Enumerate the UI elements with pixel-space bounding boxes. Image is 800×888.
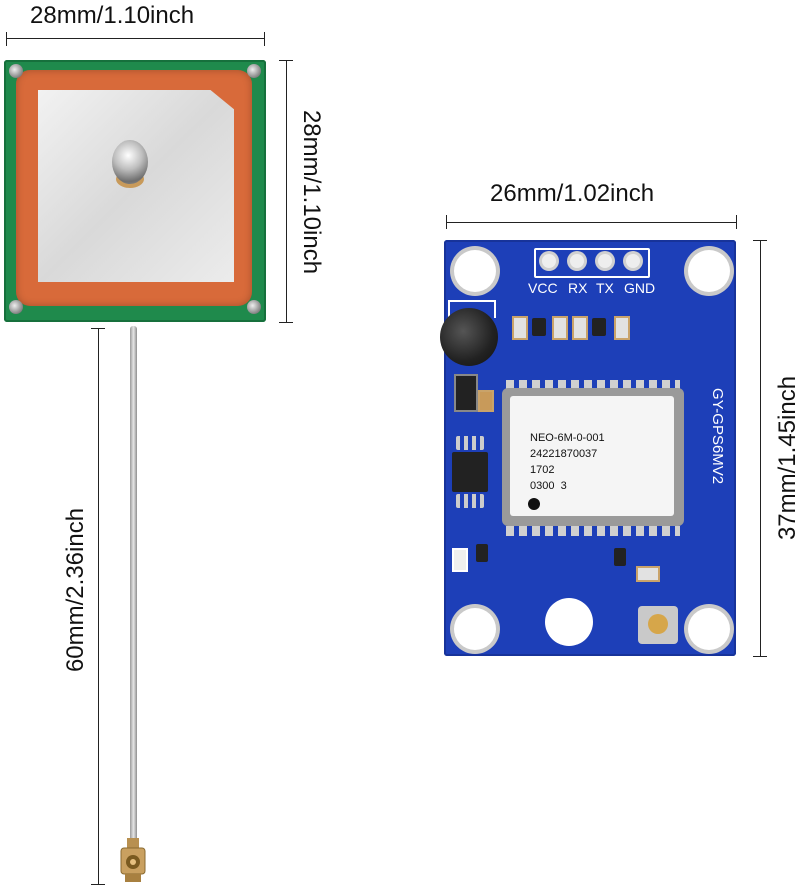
smd-component	[614, 316, 630, 340]
pin-rx	[570, 254, 584, 268]
ufl-connector-icon	[120, 838, 146, 882]
cable-length-tick-bottom	[91, 884, 105, 885]
chip-label-line3: 1702	[530, 464, 555, 476]
antenna-height-label: 28mm/1.10inch	[298, 109, 325, 275]
pin-label-tx: TX	[596, 280, 614, 296]
mounting-hole	[688, 250, 730, 292]
smd-component	[636, 566, 660, 582]
chip-leads	[456, 436, 484, 450]
chip-leads	[456, 494, 484, 508]
resistor	[476, 544, 488, 562]
led	[452, 548, 468, 572]
center-mounting-hole	[545, 598, 593, 646]
pin-label-gnd: GND	[624, 280, 656, 296]
module-height-label: 37mm/1.45inch	[774, 375, 800, 541]
pin-header	[534, 248, 650, 278]
pin1-dot-icon	[528, 498, 540, 510]
board-ufl-socket	[648, 614, 668, 634]
gps-chip-label	[510, 396, 674, 516]
cable-length-line	[98, 328, 99, 884]
battery-outline	[448, 300, 496, 318]
chip-label-line1: NEO-6M-0-001	[530, 432, 605, 444]
pin-gnd	[626, 254, 640, 268]
smd-component	[552, 316, 568, 340]
mounting-hole	[454, 608, 496, 650]
antenna-screw	[9, 64, 23, 78]
antenna-height-tick-top	[279, 60, 293, 61]
module-width-tick-left	[446, 215, 447, 229]
module-width-tick-right	[736, 215, 737, 229]
cable-length-tick-top	[91, 328, 105, 329]
antenna-width-line	[6, 38, 264, 39]
mounting-hole	[454, 250, 496, 292]
module-width-label: 26mm/1.02inch	[490, 180, 655, 207]
transistor	[592, 318, 606, 336]
antenna-screw	[9, 300, 23, 314]
pin-tx	[598, 254, 612, 268]
module-castellations	[506, 380, 680, 390]
antenna-feed-pin	[112, 140, 148, 184]
regulator-chip	[452, 452, 488, 492]
module-height-tick-top	[753, 240, 767, 241]
antenna-width-tick-left	[6, 32, 7, 46]
antenna-width-tick-right	[264, 32, 265, 46]
resistor	[614, 548, 626, 566]
smd-component	[478, 390, 494, 412]
chip-label-line2: 24221870037	[530, 448, 598, 460]
pin-label-rx: RX	[568, 280, 588, 296]
module-height-tick-bottom	[753, 656, 767, 657]
pin-vcc	[542, 254, 556, 268]
module-castellations	[506, 526, 680, 536]
antenna-height-tick-bottom	[279, 322, 293, 323]
smd-component	[454, 374, 478, 412]
pin-label-vcc: VCC	[528, 280, 558, 296]
antenna-width-label: 28mm/1.10inch	[30, 2, 195, 29]
module-silkscreen-name: GY-GPS6MV2	[709, 388, 726, 485]
module-width-line	[446, 222, 736, 223]
antenna-screw	[247, 64, 261, 78]
transistor	[532, 318, 546, 336]
chip-label-line4: 0300 3	[530, 480, 567, 492]
antenna-cable	[130, 326, 137, 846]
module-height-line	[760, 240, 761, 656]
smd-component	[512, 316, 528, 340]
backup-battery	[440, 308, 498, 366]
cable-length-label: 60mm/2.36inch	[62, 507, 89, 673]
mounting-hole	[688, 608, 730, 650]
antenna-screw	[247, 300, 261, 314]
smd-component	[572, 316, 588, 340]
antenna-height-line	[286, 60, 287, 322]
